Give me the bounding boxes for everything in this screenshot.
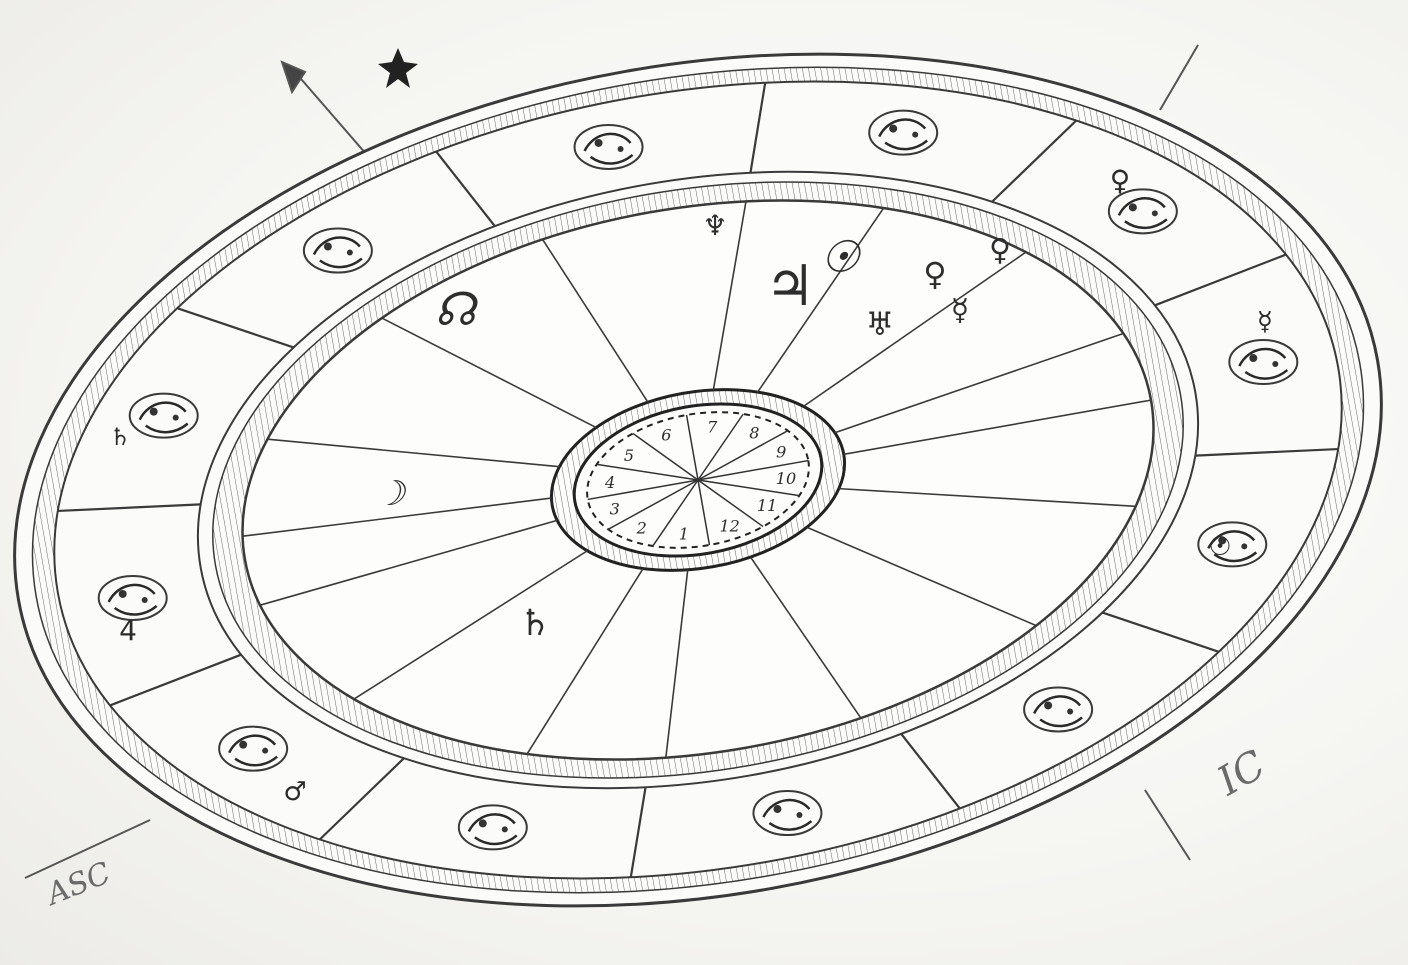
planet-glyph-icon: ♀ [989, 233, 1011, 268]
libra-ruler-icon: ♀ [1110, 164, 1131, 197]
center-house-number: 2 [636, 518, 647, 537]
planet-glyph-icon: ♀ [923, 255, 946, 293]
center-house-number: 9 [776, 443, 786, 462]
planet-glyph-icon: ♅ [866, 305, 895, 343]
pisces-ruler-icon: 4 [119, 614, 137, 647]
center-house-number: 5 [624, 446, 634, 465]
center-house-number: 12 [719, 516, 739, 535]
center-house-number: 10 [776, 469, 796, 488]
aquarius-ruler-icon: ♄ [109, 423, 131, 451]
planet-glyph-icon: ☊ [435, 282, 479, 336]
center-house-number: 1 [679, 525, 689, 544]
planet-glyph-icon: ♃ [765, 254, 815, 319]
center-house-number: 11 [757, 496, 777, 515]
center-house-number: 6 [661, 426, 671, 445]
mc-arrow-icon [282, 62, 305, 92]
planet-glyph-icon: ♆ [702, 209, 727, 242]
leo-ruler-icon: ☉ [1208, 532, 1231, 562]
center-house-number: 7 [707, 417, 718, 436]
planet-glyph-icon: ☉ [820, 232, 861, 283]
planet-glyph-icon: ☿ [951, 293, 969, 328]
planet-glyph-icon: ☽ [375, 474, 407, 514]
aries-ruler-icon: ♂ [283, 777, 306, 807]
star-icon [378, 48, 418, 88]
virgo-ruler-icon: ☿ [1257, 307, 1273, 337]
ic-axis-line [1145, 790, 1190, 860]
planet-glyph-icon: ♄ [519, 603, 551, 644]
dsc-axis-line [1160, 45, 1198, 110]
center-house-number: 4 [604, 473, 615, 492]
center-house-number: 3 [610, 499, 620, 518]
center-house-number: 8 [749, 424, 759, 443]
